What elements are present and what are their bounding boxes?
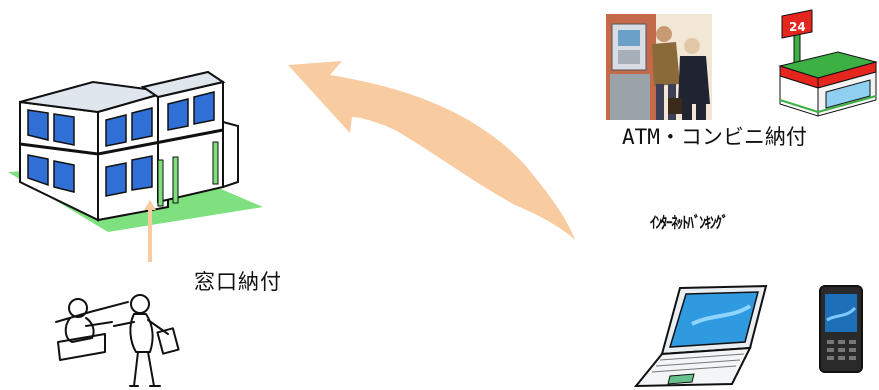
atm-users-icon — [606, 14, 712, 120]
counter-payment-label: 窓口納付 — [194, 270, 282, 294]
svg-text:24: 24 — [789, 20, 806, 34]
office-building-icon — [8, 70, 263, 232]
laptop-icon — [633, 284, 768, 388]
counter-service-icon — [55, 294, 180, 387]
atm-convenience-label: ATM・コンビニ納付 — [622, 125, 807, 149]
internet-banking-label: ｲﾝﾀｰﾈｯﾄﾊﾞﾝｷﾝｸﾞ — [650, 213, 728, 232]
convenience-store-icon: 24 — [778, 9, 878, 117]
curved-arrow-icon — [288, 61, 575, 240]
counter-arrow-icon — [144, 200, 156, 262]
mobile-phone-icon — [819, 285, 863, 373]
